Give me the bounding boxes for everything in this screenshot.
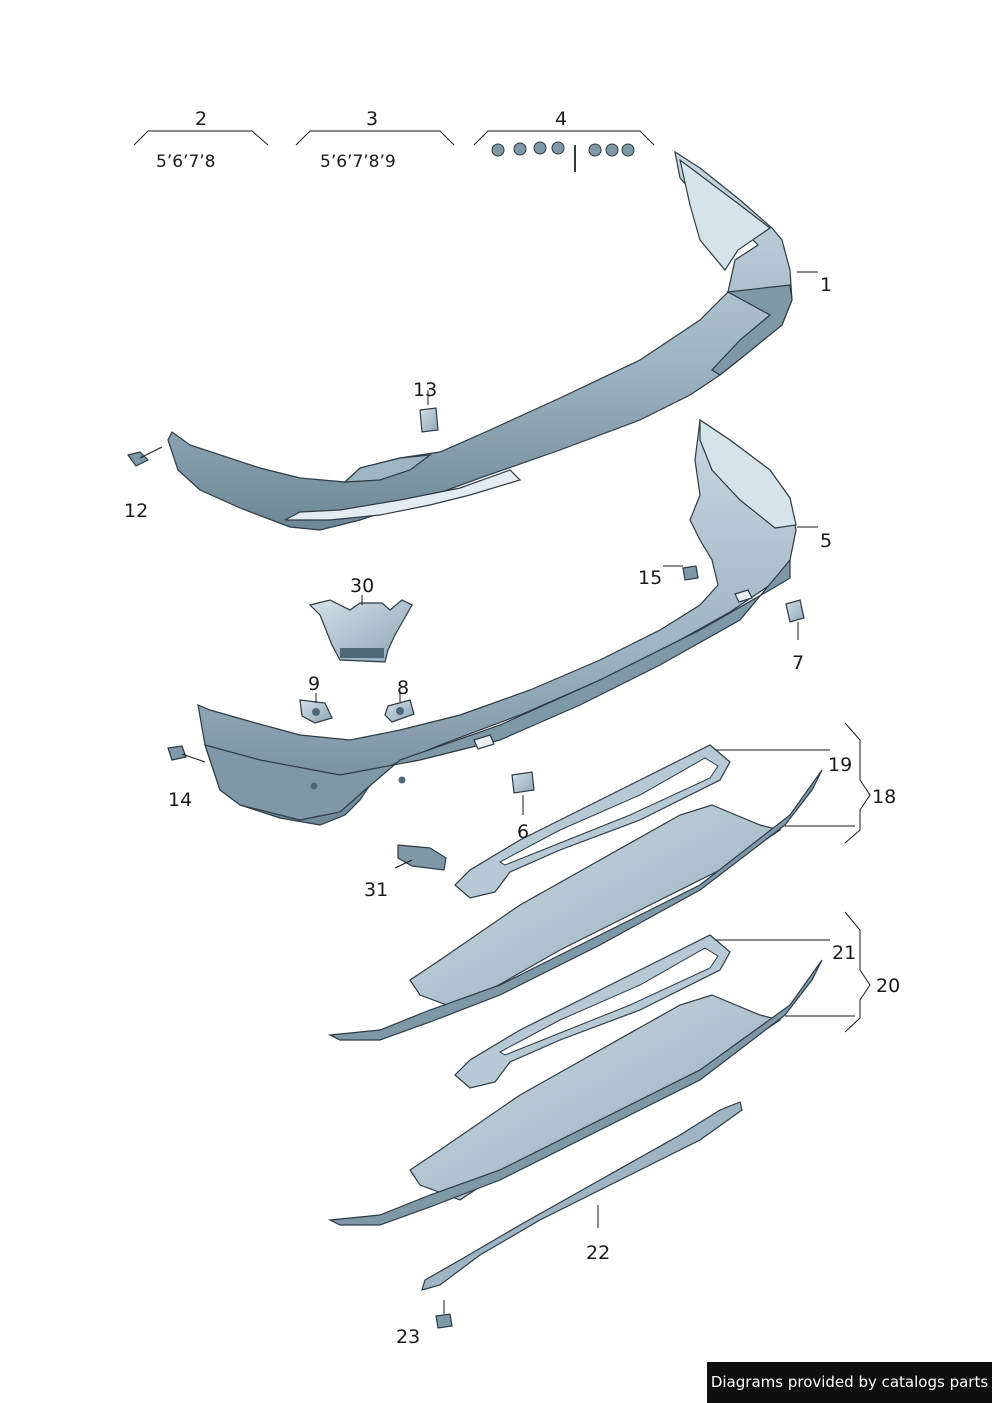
callout-19: 19 — [828, 754, 852, 776]
cap-6 — [511, 771, 535, 794]
callout-6: 6 — [517, 821, 529, 843]
callout-14: 14 — [168, 789, 192, 811]
cap-7 — [785, 599, 805, 623]
clip-13 — [419, 407, 439, 433]
screw-23 — [435, 1300, 453, 1329]
callout-9: 9 — [308, 673, 320, 695]
callout-5: 5 — [820, 530, 832, 552]
callout-2: 2 — [195, 108, 207, 130]
callout-20: 20 — [876, 975, 900, 997]
callout-30: 30 — [350, 575, 374, 597]
callout-21: 21 — [832, 942, 856, 964]
callout-18: 18 — [872, 786, 896, 808]
callout-7: 7 — [792, 652, 804, 674]
callout-23: 23 — [396, 1326, 420, 1348]
callout-13: 13 — [413, 379, 437, 401]
screw-14 — [167, 745, 206, 763]
diffuser-20 — [327, 959, 823, 1226]
trim-frame-19 — [454, 744, 731, 899]
callout-31: 31 — [364, 879, 388, 901]
callout-22: 22 — [586, 1242, 610, 1264]
clip-9 — [299, 699, 333, 724]
leader-lines — [133, 130, 871, 1228]
sublist-3: 5’6’7’8’9 — [320, 152, 396, 172]
clip-8 — [384, 699, 415, 723]
callout-3: 3 — [366, 108, 378, 130]
trim-frame-21 — [454, 934, 731, 1089]
callout-8: 8 — [397, 677, 409, 699]
screw-12 — [126, 446, 163, 467]
callout-15: 15 — [638, 567, 662, 589]
trim-strip-22 — [421, 1101, 743, 1291]
bracket-30 — [308, 599, 413, 663]
callout-4: 4 — [555, 108, 567, 130]
sublist-2: 5’6’7’8 — [156, 152, 215, 172]
sensor-bracket-31 — [397, 844, 447, 871]
callout-12: 12 — [124, 500, 148, 522]
diffuser-18 — [327, 769, 823, 1041]
screw-15 — [682, 565, 699, 581]
bumper-cover-upper — [167, 150, 793, 531]
callout-1: 1 — [820, 274, 832, 296]
fastener-set-4 — [491, 141, 635, 172]
footer-banner: Diagrams provided by catalogs parts — [707, 1362, 992, 1403]
bumper-cover-lower — [197, 418, 797, 826]
